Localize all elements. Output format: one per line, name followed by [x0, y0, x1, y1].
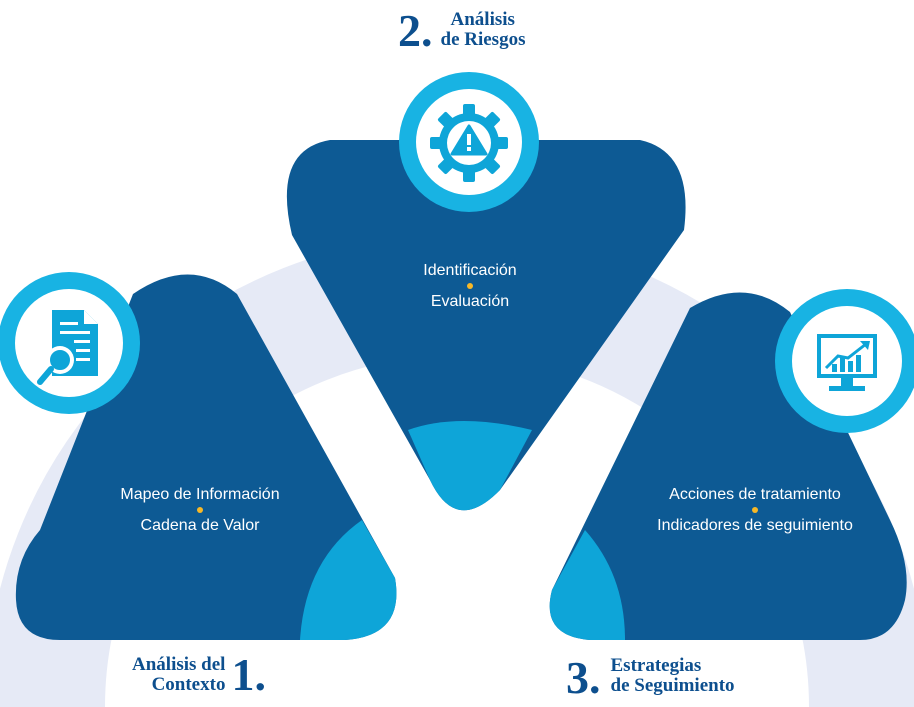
- step-2-shape: [286, 140, 686, 511]
- step-2-item-1: Identificación: [423, 262, 517, 279]
- step-2-items: Identificación Evaluación: [380, 261, 560, 312]
- step-3-items: Acciones de tratamiento Indicadores de s…: [620, 485, 890, 536]
- document-search-icon: [37, 310, 98, 385]
- bullet-dot: [197, 507, 203, 513]
- bullet-dot: [752, 507, 758, 513]
- step-3-title-line2: de Seguimiento: [610, 675, 735, 696]
- step-1-title-line2: Contexto: [151, 674, 226, 695]
- step-2-title-line1: Análisis: [450, 9, 515, 30]
- step-1-title: Análisis del Contexto 1.: [132, 652, 266, 698]
- step-3-item-1: Acciones de tratamiento: [669, 486, 841, 503]
- step-2-number: 2.: [398, 5, 433, 56]
- step-1-accent: [300, 520, 397, 640]
- step-1-number: 1.: [231, 649, 266, 700]
- bullet-dot: [467, 283, 473, 289]
- step-1-item-1: Mapeo de Información: [120, 486, 280, 503]
- step-3-item-2: Indicadores de seguimiento: [657, 517, 853, 534]
- step-1-item-2: Cadena de Valor: [140, 517, 260, 534]
- step-2-title-line2: de Riesgos: [440, 29, 526, 50]
- step-2-title: 2. Análisis de Riesgos: [398, 8, 525, 54]
- step-1-title-line1: Análisis del: [132, 654, 226, 675]
- step-1-items: Mapeo de Información Cadena de Valor: [90, 485, 310, 536]
- step-3-title: 3. Estrategias de Seguimiento: [566, 655, 735, 701]
- step-3-accent: [549, 530, 625, 640]
- monitor-chart-icon: [817, 334, 877, 391]
- step-3-number: 3.: [566, 652, 601, 703]
- step-2-item-2: Evaluación: [430, 293, 510, 310]
- step-3-title-line1: Estrategias: [610, 655, 702, 676]
- gear-warning-icon: [430, 104, 508, 182]
- step-2-accent: [408, 421, 532, 511]
